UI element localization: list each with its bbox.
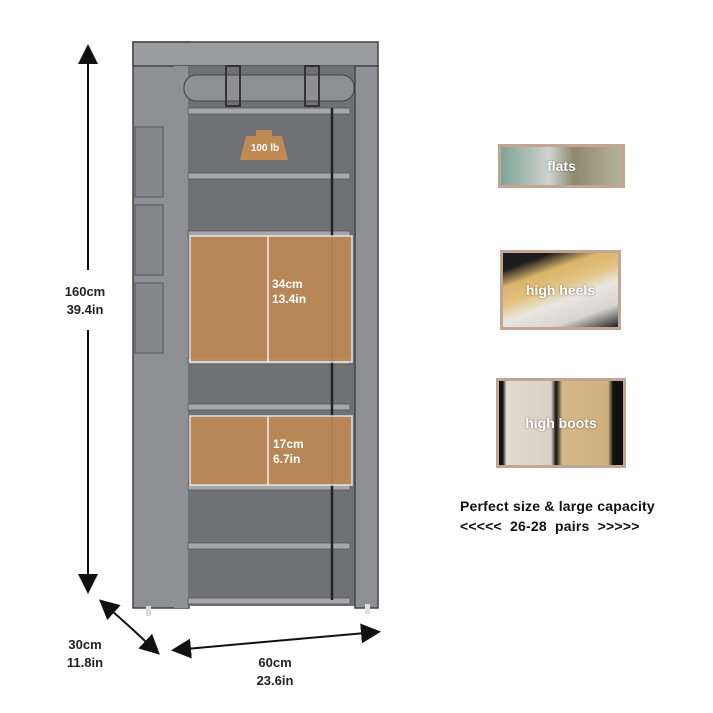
load-capacity-label: 100 lb — [250, 143, 280, 154]
high-boots-label: high boots — [525, 415, 597, 431]
height-in: 39.4in — [66, 302, 104, 317]
depth-cm: 30cm — [68, 637, 102, 652]
width-cm: 60cm — [258, 655, 292, 670]
high-heels-label: high heels — [525, 282, 596, 298]
short-compartment — [189, 415, 353, 486]
weight-icon — [240, 130, 288, 160]
tall-cm: 34cm — [272, 277, 303, 291]
rolled-cover — [183, 74, 355, 102]
high-heels-thumbnail: high heels — [500, 250, 621, 330]
depth-label: 30cm 11.8in — [55, 636, 115, 672]
depth-in: 11.8in — [66, 655, 104, 670]
flats-label: flats — [547, 158, 576, 174]
depth-arrow — [99, 599, 131, 628]
short-in: 6.7in — [273, 452, 301, 466]
flats-thumbnail: flats — [498, 144, 625, 188]
tall-compartment — [189, 235, 353, 363]
short-cm: 17cm — [273, 437, 304, 451]
width-label: 60cm 23.6in — [245, 654, 305, 690]
width-in: 23.6in — [256, 673, 294, 688]
width-arrow — [171, 638, 276, 659]
height-label: 160cm 39.4in — [55, 283, 115, 319]
tall-in: 13.4in — [272, 292, 307, 306]
high-boots-thumbnail: high boots — [496, 378, 626, 468]
capacity-headline: Perfect size & large capacity — [460, 498, 655, 514]
height-cm: 160cm — [64, 284, 106, 299]
capacity-pairs: <<<<< 26-28 pairs >>>>> — [460, 518, 640, 534]
